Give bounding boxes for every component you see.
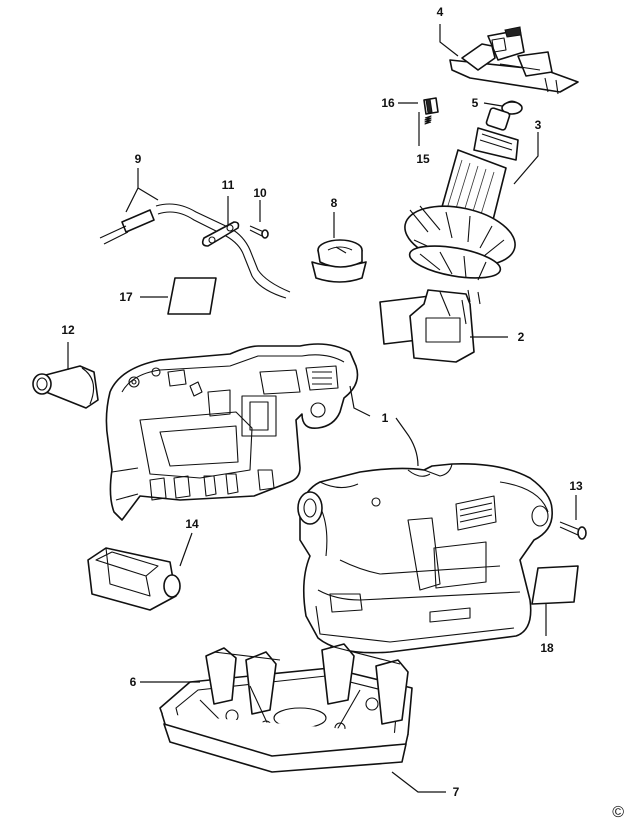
part-9-power-cable <box>99 203 291 299</box>
callout-4: 4 <box>436 5 444 19</box>
part-8-knob <box>311 239 367 283</box>
part-1-housing-left-half <box>105 343 359 521</box>
callout-17: 17 <box>119 290 133 304</box>
callout-11: 11 <box>221 178 235 192</box>
callout-6: 6 <box>129 675 137 689</box>
part-7-sanding-pad <box>161 713 409 773</box>
part-5-cap <box>501 100 523 115</box>
callout-8: 8 <box>330 196 338 210</box>
part-11-cable-clamp <box>201 221 240 247</box>
callout-12: 12 <box>61 323 75 337</box>
part-18-label <box>531 565 579 605</box>
part-2-motor-bracket <box>379 289 481 363</box>
copyright-mark: © <box>612 804 624 821</box>
part-4-switch-board <box>449 26 579 95</box>
callout-15: 15 <box>416 152 430 166</box>
callout-9: 9 <box>134 152 142 166</box>
callout-3: 3 <box>534 118 542 132</box>
part-15-spring <box>424 115 432 125</box>
part-10-screw <box>249 225 269 239</box>
leader-lines <box>67 24 577 793</box>
callout-5: 5 <box>471 96 479 110</box>
part-13-screw <box>559 521 587 540</box>
callout-1: 1 <box>381 411 389 425</box>
part-16-carbon-brush <box>423 97 439 115</box>
callout-14: 14 <box>185 517 199 531</box>
callout-13: 13 <box>569 479 583 493</box>
callout-16: 16 <box>381 96 395 110</box>
part-17-label <box>167 277 217 315</box>
part-1-housing-right-half <box>297 462 553 654</box>
callout-10: 10 <box>253 186 267 200</box>
callout-7: 7 <box>452 785 460 799</box>
part-14-dust-adapter <box>87 547 181 611</box>
part-3-armature <box>404 107 519 281</box>
part-12-dust-spout <box>32 365 99 409</box>
callout-18: 18 <box>540 641 554 655</box>
callout-2: 2 <box>517 330 525 344</box>
